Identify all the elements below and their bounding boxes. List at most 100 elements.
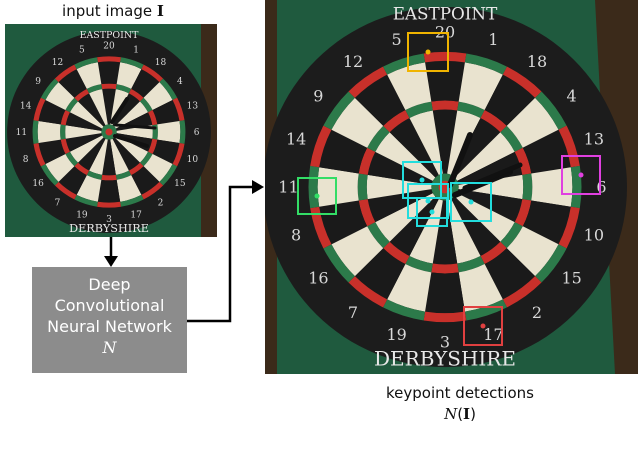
board-segment-inner bbox=[89, 89, 108, 126]
board-double-segment bbox=[383, 299, 426, 321]
board-number: 2 bbox=[158, 198, 164, 208]
board-double-segment bbox=[308, 165, 320, 209]
board-segment-outer bbox=[97, 61, 121, 85]
board-treble-segment bbox=[115, 170, 132, 180]
board-segment-outer bbox=[319, 129, 368, 174]
bullseye bbox=[105, 128, 113, 136]
board-treble-segment bbox=[358, 147, 376, 175]
board-double-segment bbox=[97, 56, 121, 63]
board-number: 4 bbox=[567, 87, 577, 106]
board-double-segment bbox=[141, 181, 164, 200]
board-number: 16 bbox=[32, 179, 44, 189]
board-segment-inner bbox=[65, 133, 103, 152]
board-number: 17 bbox=[130, 211, 142, 221]
board-segment-outer bbox=[116, 175, 142, 202]
board-double-segment bbox=[348, 66, 388, 98]
board-segment-outer bbox=[354, 248, 406, 300]
board-treble-segment bbox=[367, 125, 390, 152]
board-double-segment bbox=[179, 120, 186, 144]
cyan-keypoint-3-dot bbox=[468, 199, 474, 205]
board-segment-inner bbox=[447, 199, 481, 264]
board-segment-outer bbox=[319, 200, 368, 245]
network-symbol: N bbox=[102, 338, 117, 357]
board-double-segment bbox=[54, 181, 77, 200]
orange-keypoint-box bbox=[407, 32, 449, 72]
board-treble-segment bbox=[457, 256, 485, 273]
board-number: 8 bbox=[291, 225, 301, 244]
board-double-segment bbox=[464, 53, 507, 75]
board-treble-segment bbox=[74, 88, 90, 102]
board-double-segment bbox=[74, 57, 98, 70]
board-segment-outer bbox=[506, 226, 559, 277]
arrow-right-head bbox=[252, 180, 264, 194]
board-number: 9 bbox=[35, 77, 41, 87]
board-double-segment bbox=[423, 51, 467, 63]
board-number: 5 bbox=[392, 30, 402, 49]
board-number: 4 bbox=[177, 77, 183, 87]
board-segment-outer bbox=[116, 62, 142, 89]
board-segment-inner bbox=[454, 193, 515, 242]
board-treble-segment bbox=[128, 88, 144, 102]
board-double-segment bbox=[33, 143, 46, 167]
board-segment-outer bbox=[58, 166, 87, 195]
board-segment-outer bbox=[387, 264, 432, 312]
board-segment-outer bbox=[317, 167, 359, 207]
board-number: 9 bbox=[313, 87, 323, 106]
board-double-segment bbox=[172, 97, 185, 121]
board-segment-inner bbox=[114, 101, 149, 129]
dart-1 bbox=[110, 97, 129, 124]
board-treble-segment bbox=[367, 222, 390, 249]
board-segment-inner bbox=[367, 151, 433, 185]
board-double-segment bbox=[54, 64, 77, 83]
board-double-segment bbox=[383, 53, 426, 75]
board-number: 8 bbox=[23, 155, 29, 165]
board-number: 11 bbox=[278, 178, 298, 197]
board-segment-outer bbox=[522, 200, 571, 245]
board-segment-inner bbox=[69, 101, 104, 129]
board-double-segment bbox=[141, 64, 164, 83]
board-number: 12 bbox=[343, 52, 363, 71]
dart-2 bbox=[113, 134, 149, 148]
dart-3 bbox=[462, 162, 523, 191]
board-segment-outer bbox=[484, 248, 536, 300]
board-number: 13 bbox=[187, 101, 199, 111]
output-label-line1: keypoint detections bbox=[386, 384, 534, 402]
board-double-segment bbox=[40, 78, 59, 100]
board-segment-outer bbox=[38, 99, 66, 125]
board-segment-inner bbox=[112, 93, 140, 127]
red-keypoint-dot bbox=[480, 323, 486, 329]
board-double-segment bbox=[323, 244, 355, 283]
board-treble-segment bbox=[357, 173, 368, 201]
board-treble-segment bbox=[60, 124, 66, 140]
board-segment-inner bbox=[451, 196, 501, 257]
board-number: 2 bbox=[532, 303, 542, 322]
board-number: 7 bbox=[55, 198, 61, 208]
board-segment-inner bbox=[65, 112, 103, 131]
input-image-symbol: I bbox=[156, 2, 164, 20]
board-segment-outer bbox=[354, 74, 406, 126]
board-number: 12 bbox=[52, 58, 63, 68]
board-segment-inner bbox=[102, 88, 116, 125]
board-treble-segment bbox=[457, 101, 485, 118]
board-double-segment bbox=[502, 276, 542, 308]
board-double-segment bbox=[558, 206, 580, 249]
dart-3 bbox=[114, 123, 157, 130]
board-treble-segment bbox=[139, 151, 153, 167]
board-segment-inner bbox=[78, 137, 106, 171]
board-double-segment bbox=[423, 311, 467, 323]
board-treble-segment bbox=[514, 199, 532, 227]
board-segment-inner bbox=[457, 189, 523, 223]
board-number: 16 bbox=[308, 269, 328, 288]
board-segment-outer bbox=[143, 153, 173, 182]
board-number: 13 bbox=[584, 130, 604, 149]
board-segment-outer bbox=[157, 120, 181, 144]
board-segment-outer bbox=[152, 139, 180, 165]
board-segment-outer bbox=[331, 97, 384, 148]
board-number: 15 bbox=[561, 269, 581, 288]
brand-bottom-text: DERBYSHIRE bbox=[374, 346, 516, 370]
board-treble-segment bbox=[148, 110, 158, 126]
board-segment-outer bbox=[38, 139, 66, 165]
board-segment-inner bbox=[432, 109, 458, 174]
